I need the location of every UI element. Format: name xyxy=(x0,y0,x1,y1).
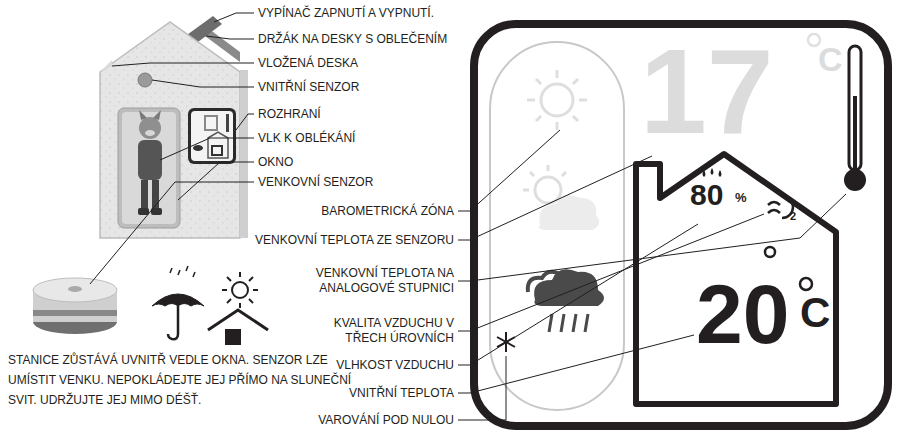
lcd-digits: 17 xyxy=(640,26,773,156)
part-label: VENKOVNÍ SENZOR xyxy=(258,175,373,190)
lcd-display xyxy=(474,24,888,426)
lcd-digits: 80 xyxy=(690,178,723,212)
note-text: STANICE ZŮSTÁVÁ UVNITŘ VEDLE OKNA. SENZO… xyxy=(8,350,353,410)
umbrella-icon xyxy=(152,266,204,339)
part-label: VLHKOST VZDUCHU xyxy=(336,358,454,373)
leader-lines xyxy=(90,13,254,284)
part-label: VAROVÁNÍ POD NULOU xyxy=(318,413,454,428)
part-label: VENKOVNÍ TEPLOTA ZE SENZORU xyxy=(255,233,454,248)
part-label: BAROMETRICKÁ ZÓNA xyxy=(321,204,454,219)
lcd-subscript: 2 xyxy=(790,210,796,222)
part-label: VNITŘNÍ SENZOR xyxy=(258,80,359,95)
part-label: VLOŽENÁ DESKA xyxy=(258,56,358,71)
weather-station xyxy=(100,16,248,238)
part-label: DRŽÁK NA DESKY S OBLEČENÍM xyxy=(258,32,447,47)
outdoor-sensor xyxy=(33,278,117,334)
leader-lines xyxy=(458,130,846,420)
sun-house-icon xyxy=(208,272,268,344)
lcd-unit: C xyxy=(818,40,843,78)
part-label: VYPÍNAČ ZAPNUTÍ A VYPNUTÍ. xyxy=(258,6,434,21)
lcd-digits: 20 xyxy=(696,268,789,360)
part-label: KVALITA VZDUCHU V TŘECH ÚROVNÍCH xyxy=(304,316,454,346)
lcd-unit: % xyxy=(735,190,747,205)
part-label: ROZHRANÍ xyxy=(258,107,321,122)
part-label: VLK K OBLÉKÁNÍ xyxy=(258,131,355,146)
part-label: VENKOVNÍ TEPLOTA NA ANALOGOVÉ STUPNICI xyxy=(279,266,454,296)
part-label: OKNO xyxy=(258,155,293,170)
lcd-unit: C xyxy=(800,290,830,336)
part-label: VNITŘNÍ TEPLOTA xyxy=(349,386,454,401)
